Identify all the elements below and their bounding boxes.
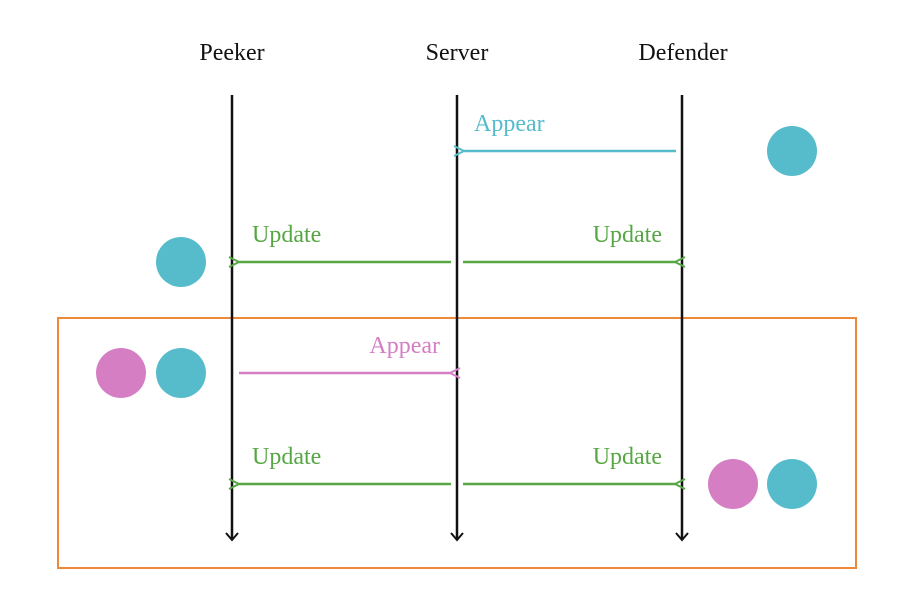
lane-title-defender: Defender — [638, 40, 727, 66]
lane-title-server: Server — [426, 40, 489, 66]
state-marker-defender-teal-1 — [767, 126, 817, 176]
message-label-update-peeker-1: Update — [252, 222, 321, 248]
message-label-appear-defender: Appear — [474, 111, 545, 137]
message-label-update-defender-1: Update — [593, 222, 662, 248]
state-marker-defender-pink — [708, 459, 758, 509]
state-marker-peeker-teal-2 — [156, 348, 206, 398]
state-marker-peeker-pink — [96, 348, 146, 398]
message-label-update-defender-2: Update — [593, 444, 662, 470]
lane-title-peeker: Peeker — [199, 40, 264, 66]
state-marker-peeker-teal-1 — [156, 237, 206, 287]
state-marker-defender-teal-2 — [767, 459, 817, 509]
message-label-update-peeker-2: Update — [252, 444, 321, 470]
message-label-appear-peeker: Appear — [369, 333, 440, 359]
